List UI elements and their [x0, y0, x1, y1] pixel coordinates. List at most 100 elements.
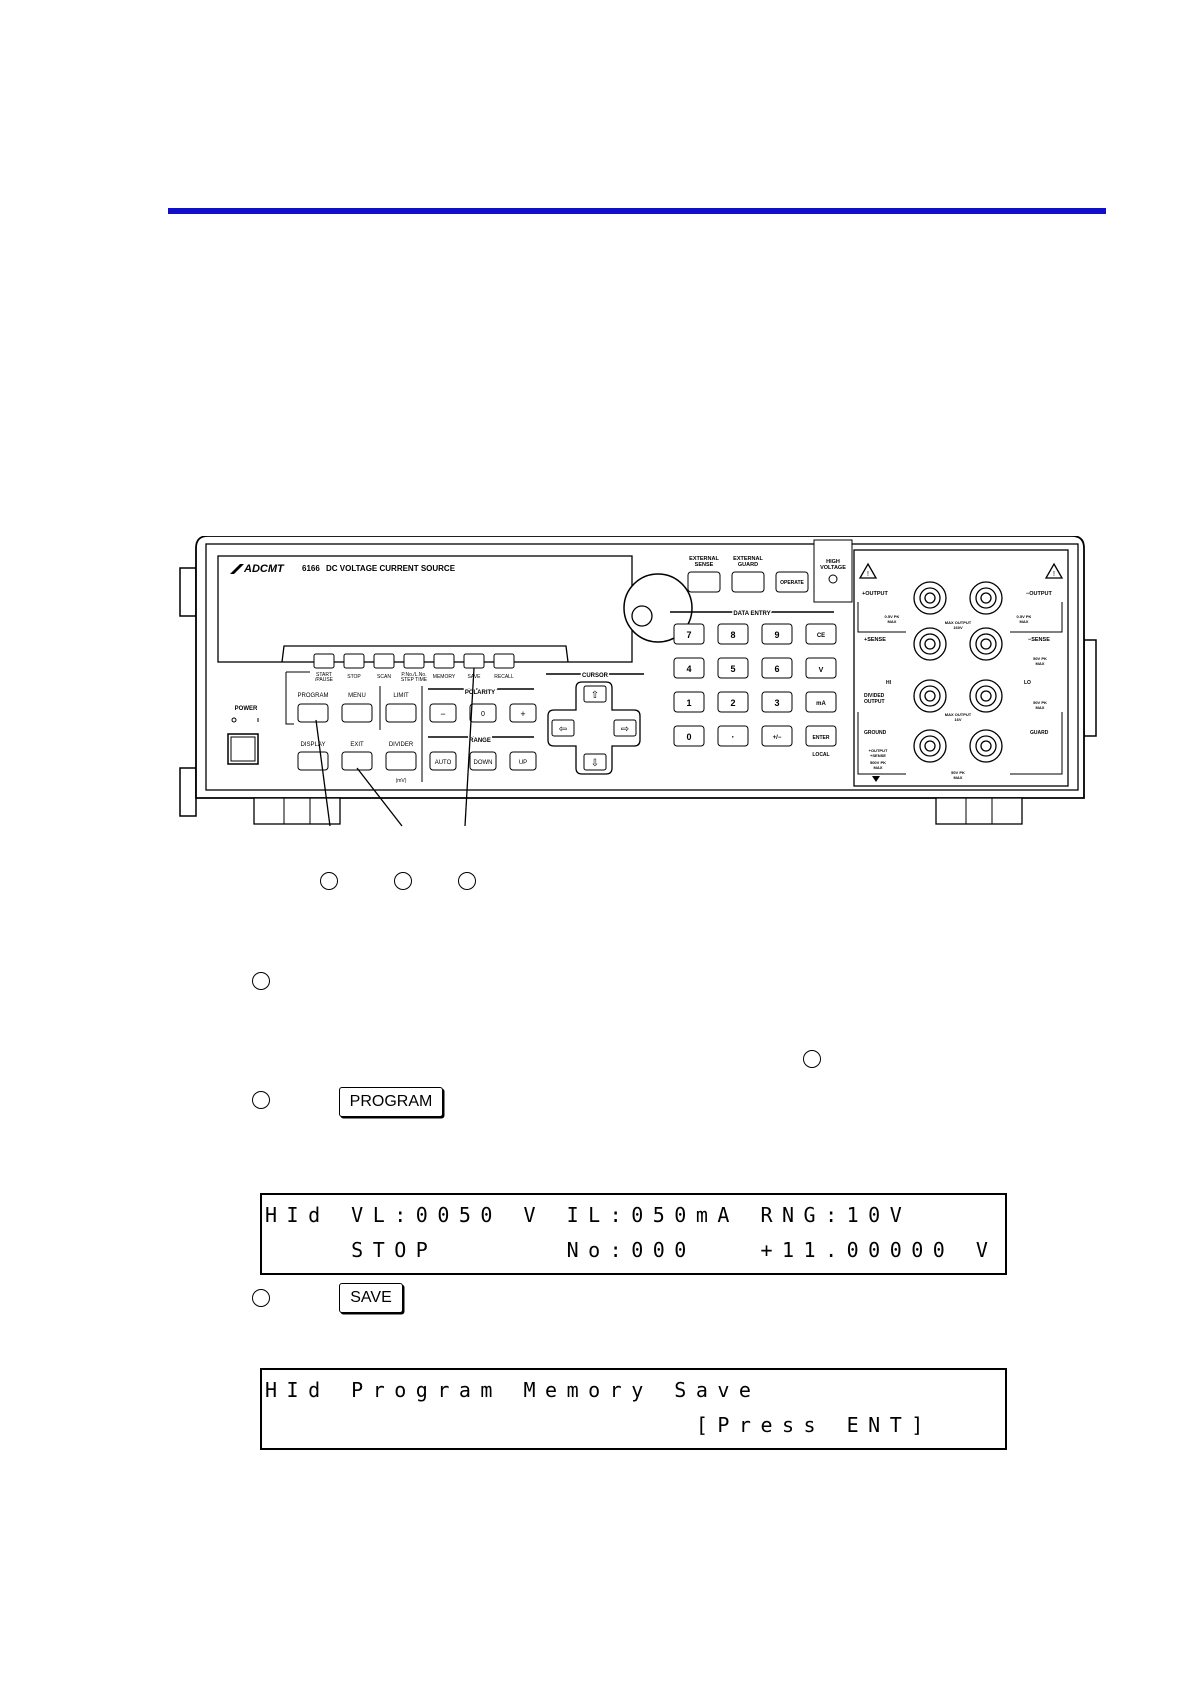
svg-text:+SENSE: +SENSE — [864, 637, 886, 643]
svg-text:LO: LO — [1024, 680, 1031, 686]
svg-text:⇦: ⇦ — [559, 724, 567, 735]
svg-text:PROGRAM: PROGRAM — [297, 693, 328, 699]
svg-text:/PAUSE: /PAUSE — [315, 677, 334, 683]
svg-text:MENU: MENU — [348, 693, 366, 699]
svg-text:0: 0 — [481, 711, 485, 718]
program-key: PROGRAM — [339, 1087, 443, 1117]
svg-text:EXIT: EXIT — [350, 742, 364, 748]
svg-text:+OUTPUT: +OUTPUT — [869, 748, 888, 753]
svg-text:MAX: MAX — [874, 765, 883, 770]
svg-text:mA: mA — [816, 701, 826, 707]
svg-text:+/−: +/− — [773, 735, 782, 741]
svg-text:50V PK: 50V PK — [1033, 700, 1047, 705]
svg-text:⇩: ⇩ — [591, 758, 599, 769]
svg-text:3: 3 — [774, 698, 779, 708]
svg-text:9: 9 — [774, 630, 779, 640]
svg-text:GUARD: GUARD — [1030, 730, 1049, 736]
svg-text:+SENSE: +SENSE — [870, 753, 886, 758]
lcd-line-2: [Press ENT] — [265, 1413, 933, 1437]
save-key: SAVE — [339, 1283, 403, 1313]
svg-text:50V PK: 50V PK — [1033, 656, 1047, 661]
svg-text:50V PK: 50V PK — [951, 770, 965, 775]
svg-text:DOWN: DOWN — [474, 760, 493, 766]
svg-text:+OUTPUT: +OUTPUT — [862, 591, 888, 597]
svg-text:−: − — [440, 709, 445, 719]
lcd-line-2: STOP No:000 +11.00000 V — [265, 1238, 998, 1262]
svg-text:·: · — [732, 732, 735, 742]
svg-text:2: 2 — [730, 698, 735, 708]
instrument-front-panel: ADCMT 6166 DC VOLTAGE CURRENT SOURCE STA… — [179, 536, 1097, 827]
svg-text:OUTPUT: OUTPUT — [864, 699, 885, 705]
svg-text:POLARITY: POLARITY — [465, 690, 495, 696]
svg-text:+: + — [520, 709, 525, 719]
power-switch[interactable] — [227, 733, 259, 765]
svg-text:CURSOR: CURSOR — [582, 673, 609, 679]
svg-text:!: ! — [1053, 571, 1055, 578]
svg-text:DIVIDER: DIVIDER — [389, 742, 414, 748]
svg-text:AUTO: AUTO — [435, 760, 452, 766]
svg-text:LIMIT: LIMIT — [393, 693, 409, 699]
step-marker — [252, 1289, 270, 1307]
svg-text:DIVIDED: DIVIDED — [864, 693, 885, 699]
svg-text:CE: CE — [817, 633, 825, 639]
svg-text:−OUTPUT: −OUTPUT — [1026, 591, 1052, 597]
svg-text:7: 7 — [686, 630, 691, 640]
step-marker — [803, 1050, 821, 1068]
svg-text:DATA ENTRY: DATA ENTRY — [733, 611, 770, 617]
lcd-screen: HId VL:0050 V IL:050mA RNG:10V STOP No:0… — [260, 1193, 1007, 1275]
svg-text:MAX: MAX — [888, 619, 897, 624]
svg-text:16V: 16V — [954, 717, 961, 722]
svg-text:OPERATE: OPERATE — [780, 580, 804, 586]
svg-text:500V PK: 500V PK — [870, 760, 886, 765]
svg-text:STEP TIME: STEP TIME — [401, 677, 428, 683]
svg-text:0.5V PK: 0.5V PK — [1017, 614, 1032, 619]
svg-text:RECALL: RECALL — [494, 674, 514, 680]
svg-text:SAVE: SAVE — [468, 674, 482, 680]
svg-text:⇧: ⇧ — [591, 690, 599, 701]
svg-text:MEMORY: MEMORY — [433, 674, 456, 680]
callout-circle — [458, 872, 476, 890]
svg-text:5: 5 — [730, 664, 735, 674]
svg-text:RANGE: RANGE — [469, 738, 491, 744]
lcd-screen: HId Program Memory Save [Press ENT] — [260, 1368, 1007, 1450]
svg-text:4: 4 — [686, 664, 691, 674]
svg-text:POWER: POWER — [235, 706, 258, 712]
svg-text:UP: UP — [519, 760, 527, 766]
front-keys: PROGRAM MENU LIMIT DISPLAY EXIT DIVIDER … — [297, 693, 417, 784]
model-name: DC VOLTAGE CURRENT SOURCE — [326, 564, 456, 573]
svg-text:SCAN: SCAN — [377, 674, 391, 680]
svg-text:MAX: MAX — [1036, 661, 1045, 666]
svg-text:−SENSE: −SENSE — [1028, 637, 1050, 643]
svg-text:GUARD: GUARD — [738, 562, 758, 568]
svg-text:MAX: MAX — [1020, 619, 1029, 624]
callout-circle — [320, 872, 338, 890]
svg-text:EXTERNAL: EXTERNAL — [689, 556, 719, 562]
svg-text:!: ! — [867, 571, 869, 578]
svg-text:VOLTAGE: VOLTAGE — [820, 565, 846, 571]
svg-text:MAX: MAX — [954, 775, 963, 780]
program-key-label: PROGRAM — [349, 1093, 433, 1110]
svg-text:6: 6 — [774, 664, 779, 674]
step-marker — [252, 1091, 270, 1109]
svg-text:MAX: MAX — [1036, 705, 1045, 710]
svg-text:EXTERNAL: EXTERNAL — [733, 556, 763, 562]
svg-text:0.5V PK: 0.5V PK — [885, 614, 900, 619]
svg-text:START: START — [316, 672, 332, 678]
step-marker — [252, 972, 270, 990]
svg-text:V: V — [819, 667, 824, 674]
save-key-label: SAVE — [350, 1289, 392, 1306]
svg-text:LOCAL: LOCAL — [812, 752, 829, 758]
svg-text:SENSE: SENSE — [695, 562, 714, 568]
svg-text:HIGH: HIGH — [826, 559, 840, 565]
svg-text:ENTER: ENTER — [813, 735, 830, 741]
svg-text:0: 0 — [686, 732, 691, 742]
keypad: 7 8 9 CE 4 5 6 V 1 2 3 mA 0 · +/− ENTER — [673, 623, 837, 747]
svg-text:GROUND: GROUND — [864, 730, 887, 736]
brand-logo: ADCMT — [243, 563, 285, 575]
svg-text:(mV): (mV) — [396, 778, 407, 784]
model-label: 6166 — [302, 564, 320, 573]
lcd-line-1: HId VL:0050 V IL:050mA RNG:10V — [265, 1203, 912, 1227]
svg-text:DISPLAY: DISPLAY — [301, 742, 326, 748]
callout-circle — [394, 872, 412, 890]
header-rule — [168, 208, 1106, 214]
